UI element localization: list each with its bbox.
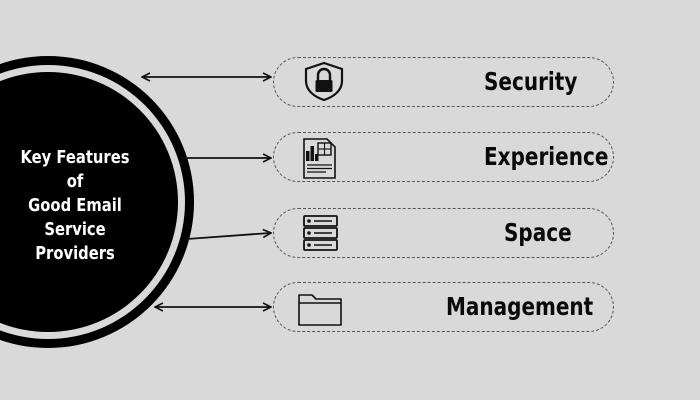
feature-box-space: Space <box>273 208 614 258</box>
feature-box-experience: Experience <box>273 132 614 182</box>
server-storage-icon <box>303 215 338 251</box>
document-chart-icon <box>303 138 336 179</box>
hub-circle <box>0 72 178 332</box>
feature-box-management: Management <box>273 282 614 332</box>
feature-label: Management <box>446 292 594 321</box>
hub-title-line: Good Email <box>28 195 122 216</box>
feature-box-security: Security <box>273 57 614 107</box>
feature-label: Space <box>504 218 572 247</box>
padlock-shield-icon <box>304 61 344 101</box>
hub-title: Key Features of Good Email Service Provi… <box>14 146 137 266</box>
feature-label: Experience <box>484 142 609 171</box>
connector-arrow-space <box>186 233 270 240</box>
hub-title-line: Providers <box>35 243 115 264</box>
hub-title-line: Service <box>44 219 106 240</box>
feature-label: Security <box>484 67 578 96</box>
hub-title-line: Key Features of <box>20 147 130 192</box>
folder-icon <box>298 294 342 326</box>
